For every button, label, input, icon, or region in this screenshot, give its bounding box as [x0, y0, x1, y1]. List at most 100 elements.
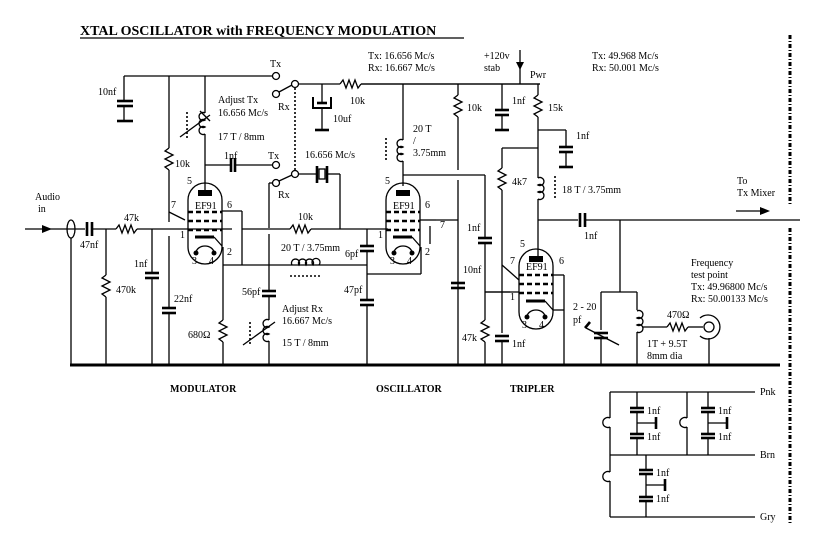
label-coil-out-2: 8mm dia	[647, 351, 683, 362]
tube1-pin1: 1	[180, 230, 185, 241]
heater-cap-6: 1nf	[656, 494, 670, 505]
tube3-pin7: 7	[510, 256, 515, 267]
trim-head	[584, 321, 591, 329]
tube1-type: EF91	[195, 201, 217, 212]
switch-tx-label-2: Tx	[268, 151, 279, 162]
label-10nf-b: 10nf	[463, 265, 482, 276]
switch-rx-contact-2[interactable]	[271, 178, 281, 188]
label-15t: 15 T / 8mm	[282, 338, 329, 349]
label-adj-rx-2: 16.667 Mc/s	[282, 316, 332, 327]
heater-gry: Gry	[760, 512, 776, 523]
label-47nf: 47nf	[80, 240, 99, 251]
tube3-pin1: 1	[510, 292, 515, 303]
output-label-1: To	[737, 176, 747, 187]
section-tripler: TRIPLER	[510, 384, 555, 395]
switch-tx-contact-1[interactable]	[271, 71, 281, 81]
coil-output	[635, 309, 644, 334]
tube-tripler	[518, 248, 554, 330]
resistor-10k-b	[452, 94, 464, 118]
tube2-pin3: 3	[390, 256, 395, 267]
label-20t-a-1: 20 T	[413, 124, 431, 135]
tube1-pin5: 5	[187, 176, 192, 187]
supply-pwr: Pwr	[530, 70, 547, 81]
tube2-pin4: 4	[407, 256, 412, 267]
switch-arm-1[interactable]	[278, 84, 293, 93]
label-coil-out-1: 1T + 9.5T	[647, 339, 687, 350]
coil-17t-adjust[interactable]	[179, 114, 211, 138]
resistor-680	[217, 319, 229, 343]
heater-filter	[602, 391, 755, 518]
supply-note: stab	[484, 63, 500, 74]
coil-17t-tap	[199, 110, 211, 122]
heater-cap-4: 1nf	[718, 432, 732, 443]
tube2-pin5: 5	[385, 176, 390, 187]
heater-brn: Brn	[760, 450, 775, 461]
switch-rx-contact-1[interactable]	[271, 89, 281, 99]
label-10uf: 10uf	[333, 114, 352, 125]
label-22nf: 22nf	[174, 294, 193, 305]
note-trip-tx: Tx: 49.968 Mc/s	[592, 51, 658, 62]
output-label-2: Tx Mixer	[737, 188, 776, 199]
test-point-shell	[699, 314, 721, 340]
label-470: 470Ω	[667, 310, 689, 321]
label-trim-unit: pf	[573, 315, 582, 326]
label-17t: 17 T / 8mm	[218, 132, 265, 143]
tube2-pin6: 6	[425, 200, 430, 211]
section-modulator: MODULATOR	[170, 384, 237, 395]
tube1-pin6: 6	[227, 200, 232, 211]
note-osc-tx: Tx: 16.656 Mc/s	[368, 51, 434, 62]
note-osc-rx: Rx: 16.667 Mc/s	[368, 63, 435, 74]
resistor-4k7	[496, 167, 508, 191]
label-1nf-e: 1nf	[512, 339, 526, 350]
label-680: 680Ω	[188, 330, 210, 341]
tube2-pin2: 2	[425, 247, 430, 258]
label-1nf-tx: 1nf	[224, 151, 238, 162]
diagram-title: XTAL OSCILLATOR with FREQUENCY MODULATIO…	[80, 24, 436, 39]
label-20t-b: 20 T / 3.75mm	[281, 243, 340, 254]
tube1-pin4: 4	[209, 256, 214, 267]
tube2-type: EF91	[393, 201, 415, 212]
coil-15t-adjust[interactable]	[242, 321, 276, 346]
switch-rx-label-2: Rx	[278, 190, 290, 201]
label-xtal: 16.656 Mc/s	[305, 150, 355, 161]
label-4k7: 4k7	[512, 177, 527, 188]
label-47k-in: 47k	[124, 213, 139, 224]
xtal-body	[318, 168, 326, 180]
label-47pf: 47pf	[344, 285, 363, 296]
label-adj-tx-2: 16.656 Mc/s	[218, 108, 268, 119]
switch-pole-2[interactable]	[290, 169, 300, 179]
label-47k-b: 47k	[462, 333, 477, 344]
label-1nf-in: 1nf	[134, 259, 148, 270]
test-point-l4: Rx: 50.00133 Mc/s	[691, 294, 768, 305]
resistor-47k-in	[115, 223, 138, 235]
label-470k: 470k	[116, 285, 136, 296]
supply-voltage: +120v	[484, 51, 510, 62]
resistor-15k	[532, 94, 544, 118]
tube-oscillator	[385, 182, 421, 265]
label-10k-mod: 10k	[175, 159, 190, 170]
tube2-pin1: 1	[378, 230, 383, 241]
resistor-10k-supply	[339, 78, 362, 90]
switch-tx-contact-2[interactable]	[271, 160, 281, 170]
output-arrow-icon	[760, 207, 770, 215]
label-10k-supply: 10k	[350, 96, 365, 107]
tube3-pin5: 5	[520, 239, 525, 250]
label-adj-rx-1: Adjust Rx	[282, 304, 323, 315]
resistor-10k-mod	[163, 147, 175, 171]
label-15k: 15k	[548, 103, 563, 114]
resistor-470	[666, 321, 689, 333]
label-10k-b: 10k	[467, 103, 482, 114]
label-20t-a-2: /	[413, 136, 416, 147]
trim-arrow[interactable]	[585, 327, 620, 346]
input-label-1: Audio	[35, 192, 60, 203]
tube2-pin7: 7	[440, 220, 445, 231]
heater-cap-1: 1nf	[647, 406, 661, 417]
label-1nf-c: 1nf	[576, 131, 590, 142]
switch-pole-1[interactable]	[290, 79, 300, 89]
supply-arrow-icon	[516, 62, 524, 70]
resistor-470k	[100, 274, 112, 298]
resistor-47k-b	[479, 319, 491, 343]
switch-arm-2[interactable]	[278, 174, 293, 182]
test-point-socket[interactable]	[703, 321, 715, 333]
tube3-type: EF91	[526, 262, 548, 273]
